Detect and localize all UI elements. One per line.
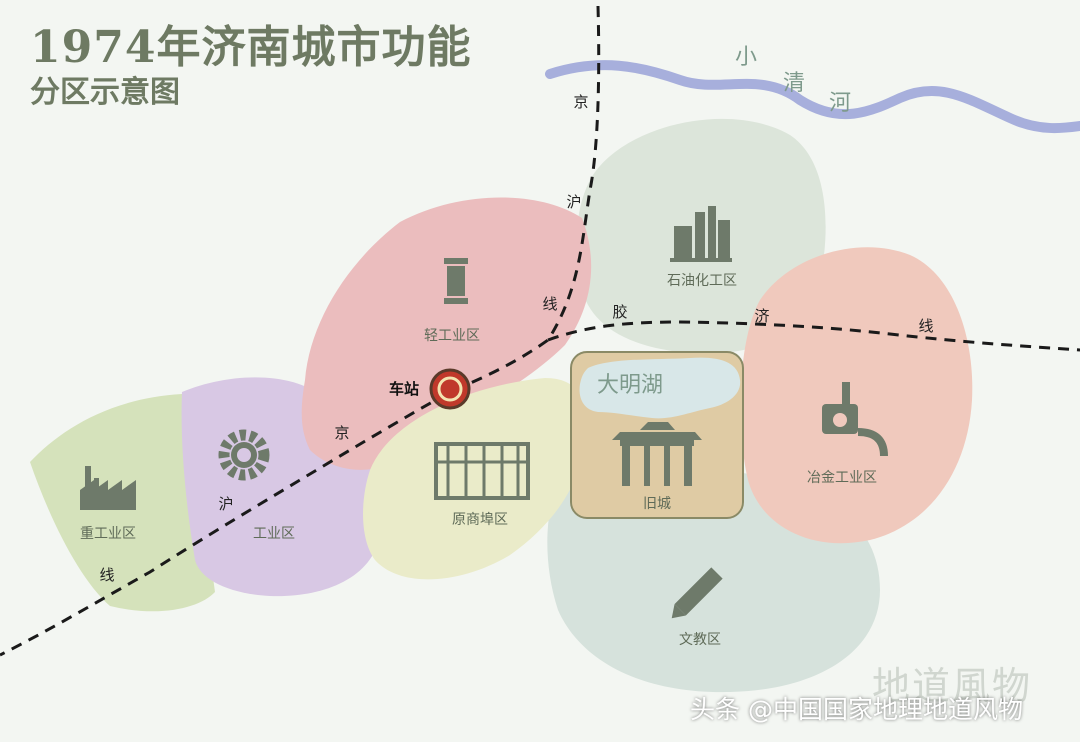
abacus-icon — [434, 442, 530, 500]
lake-label: 大明湖 — [597, 373, 663, 398]
zone-commerce-blob — [363, 378, 586, 580]
title-line-1: 1974年济南城市功能 — [30, 22, 472, 73]
rail-label-jing-bottom: 京 — [334, 424, 349, 442]
zone-label-metal: 冶金工业区 — [807, 470, 877, 486]
factory-icon — [80, 466, 136, 510]
title-line-2: 分区示意图 — [30, 75, 180, 110]
map-title: 1974年济南城市功能 分区示意图 — [30, 22, 471, 112]
river-char-1: 小 — [735, 45, 757, 70]
archway-icon — [612, 422, 702, 486]
rail-label-xian-east: 线 — [918, 317, 933, 335]
pencil-icon — [671, 567, 723, 619]
zone-label-old: 旧城 — [643, 496, 671, 512]
xiaoqing-river — [545, 60, 1080, 134]
station-emblem — [437, 376, 463, 402]
rail-label-jing-top: 京 — [573, 93, 588, 111]
station-label: 车站 — [389, 380, 419, 398]
jiaoji-railway — [547, 320, 1080, 352]
zone-label-petro: 石油化工区 — [667, 273, 737, 289]
gear-icon — [218, 429, 270, 481]
refinery-icon — [670, 206, 732, 262]
zone-label-industrial: 工业区 — [253, 526, 295, 542]
zone-label-heavy: 重工业区 — [80, 526, 136, 542]
rail-label-ji: 济 — [754, 307, 769, 325]
spool-icon — [444, 258, 468, 304]
rail-label-hu-bottom: 沪 — [218, 495, 233, 513]
brand-logo-text: 地道風物 — [872, 664, 1033, 708]
rail-label-hu-top: 沪 — [566, 193, 581, 211]
ladle-icon — [822, 382, 888, 457]
daming-lake-shape — [579, 357, 741, 419]
river-char-2: 清 — [783, 71, 805, 96]
zone-label-light: 轻工业区 — [424, 328, 480, 344]
zone-label-edu: 文教区 — [679, 632, 721, 648]
rail-label-xian-bottom: 线 — [99, 566, 114, 584]
station-marker — [429, 368, 471, 410]
rail-label-jiao: 胶 — [612, 303, 627, 321]
watermark-text: 头条 @中国国家地理地道风物 — [690, 695, 1023, 724]
zone-metal-blob — [740, 247, 973, 544]
river-char-3: 河 — [829, 91, 851, 116]
zone-light-blob — [301, 197, 592, 470]
rail-label-xian-top: 线 — [542, 295, 557, 313]
zone-label-commerce: 原商埠区 — [452, 511, 508, 528]
